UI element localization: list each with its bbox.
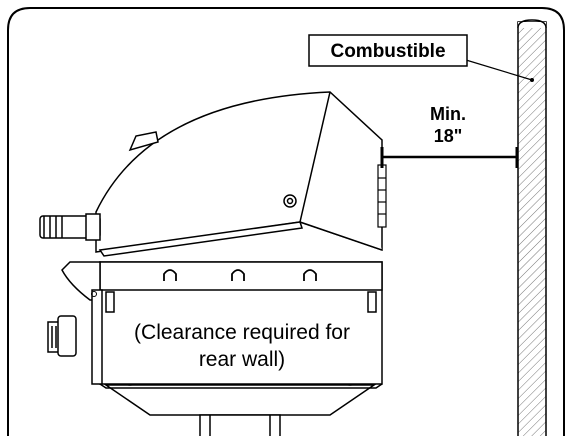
combustible-wall [517, 21, 547, 436]
grill-lid [95, 91, 383, 257]
handle-hooks [163, 269, 317, 281]
grill-cabinet [61, 261, 383, 389]
min-distance-label: Min. [430, 104, 466, 124]
combustible-leader [465, 59, 533, 81]
control-knob-icon [47, 315, 77, 357]
lid-handle-icon [39, 213, 101, 241]
combustible-label-box [308, 34, 468, 67]
diagram-frame [7, 7, 565, 436]
distance-value-label: 18" [434, 126, 463, 146]
clearance-dimension [380, 147, 519, 168]
lid-hinge [377, 164, 387, 228]
screw-icon [91, 291, 97, 297]
clearance-note-line2: rear wall) [199, 348, 285, 371]
clearance-note-line1: (Clearance required for [134, 321, 350, 344]
combustible-label: Combustible [330, 41, 445, 62]
